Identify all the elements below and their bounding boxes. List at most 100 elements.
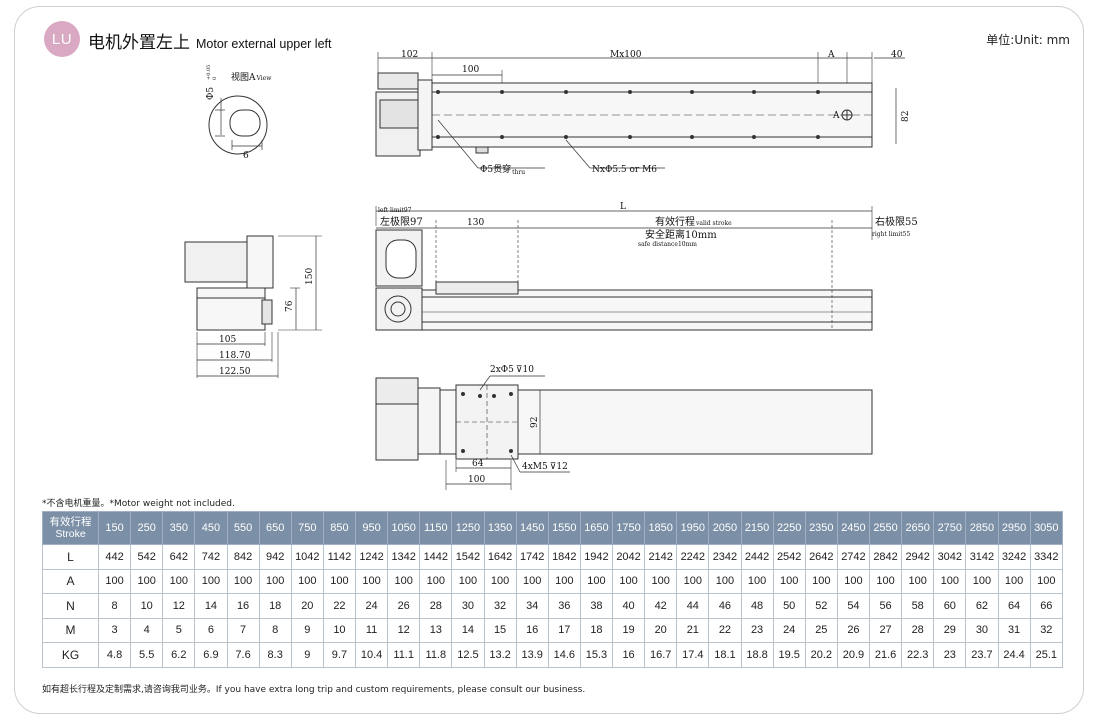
table-cell: 34 — [515, 593, 549, 619]
stroke-col-header: 150 — [97, 511, 132, 545]
table-cell: 100 — [1029, 568, 1064, 594]
table-cell: 100 — [162, 568, 196, 594]
table-cell: 50 — [772, 593, 806, 619]
weight-note: *不含电机重量。*Motor weight not included. — [42, 499, 235, 509]
front-view — [375, 206, 873, 331]
phi5-dim: Φ5 — [206, 87, 216, 100]
page-frame — [14, 6, 1084, 714]
table-cell: 13.2 — [483, 642, 517, 668]
table-cell: 66 — [1029, 593, 1064, 619]
table-cell: 100 — [708, 568, 742, 594]
table-cell: 28 — [901, 617, 935, 643]
side-view — [184, 235, 322, 378]
stroke-col-header: 2950 — [997, 511, 1031, 545]
table-cell: 24.4 — [997, 642, 1031, 668]
table-cell: 11.1 — [387, 642, 421, 668]
table-cell: 14 — [194, 593, 228, 619]
table-cell: 26 — [836, 617, 871, 643]
thru-hole-note: Φ5贯穿thru — [480, 163, 525, 176]
row-label: N — [42, 593, 99, 619]
table-cell: 14.6 — [547, 642, 581, 668]
table-cell: 100 — [965, 568, 999, 594]
table-cell: 100 — [451, 568, 485, 594]
table-cell: 13 — [419, 617, 453, 643]
dim-150: 150 — [305, 268, 315, 285]
stroke-col-header: 1350 — [483, 511, 517, 545]
table-cell: 100 — [97, 568, 132, 594]
table-cell: 31 — [997, 617, 1031, 643]
table-cell: 1742 — [515, 544, 549, 570]
bottom-m5: 4xM5⊽12 — [522, 462, 568, 472]
table-cell: 22 — [708, 617, 742, 643]
stroke-col-header: 1950 — [676, 511, 710, 545]
table-cell: 27 — [868, 617, 903, 643]
technical-drawing: 视图AView Φ5 +0.05 0 6 102 Mx100 A 40 100 … — [184, 50, 918, 490]
dim-130: 130 — [467, 218, 484, 228]
table-cell: 38 — [579, 593, 614, 619]
table-cell: 12 — [387, 617, 421, 643]
table-cell: 11.8 — [419, 642, 453, 668]
table-cell: 54 — [836, 593, 871, 619]
table-cell: 16 — [226, 593, 260, 619]
table-cell: 2542 — [772, 544, 806, 570]
stroke-col-header: 2350 — [804, 511, 838, 545]
row-label: KG — [42, 642, 99, 668]
stroke-col-header: 3050 — [1029, 511, 1064, 545]
stroke-col-header: 1850 — [644, 511, 678, 545]
table-cell: 100 — [419, 568, 453, 594]
table-cell: 29 — [933, 617, 967, 643]
dim-40: 40 — [891, 50, 903, 60]
table-cell: 100 — [901, 568, 935, 594]
table-cell: 742 — [194, 544, 228, 570]
table-cell: 56 — [868, 593, 903, 619]
table-cell: 48 — [740, 593, 774, 619]
table-cell: 15 — [483, 617, 517, 643]
table-cell: 542 — [130, 544, 164, 570]
row-label: A — [42, 568, 99, 594]
table-cell: 46 — [708, 593, 742, 619]
table-cell: 24 — [354, 593, 389, 619]
table-cell: 22.3 — [901, 642, 935, 668]
table-cell: 9 — [290, 642, 324, 668]
table-cell: 10 — [130, 593, 164, 619]
table-cell: 2142 — [644, 544, 678, 570]
table-cell: 24 — [772, 617, 806, 643]
dim-82: 82 — [901, 111, 911, 122]
table-cell: 60 — [933, 593, 967, 619]
table-cell: 17 — [547, 617, 581, 643]
table-cell: 13.9 — [515, 642, 549, 668]
stroke-col-header: 250 — [130, 511, 164, 545]
table-cell: 1042 — [290, 544, 324, 570]
safe-distance-cn: 安全距离10mm — [645, 228, 717, 241]
table-cell: 3 — [97, 617, 132, 643]
left-limit-en: left limit97 — [378, 207, 412, 214]
stroke-col-header: 1050 — [387, 511, 421, 545]
stroke-col-header: 2550 — [868, 511, 903, 545]
table-cell: 1542 — [451, 544, 485, 570]
table-cell: 5.5 — [130, 642, 164, 668]
table-cell: 16.7 — [644, 642, 678, 668]
table-cell: 8 — [97, 593, 132, 619]
table-cell: 21 — [676, 617, 710, 643]
table-cell: 18 — [258, 593, 292, 619]
table-cell: 100 — [354, 568, 389, 594]
table-cell: 15.3 — [579, 642, 614, 668]
table-cell: 23 — [933, 642, 967, 668]
right-limit-cn: 右极限55 — [875, 215, 918, 228]
footer-note: 如有超长行程及定制需求,请咨询我司业务。If you have extra lo… — [42, 685, 586, 695]
dim-mx100: Mx100 — [610, 50, 642, 60]
table-cell: 1842 — [547, 544, 581, 570]
table-cell: 2942 — [901, 544, 935, 570]
table-cell: 100 — [387, 568, 421, 594]
stroke-col-header: 2850 — [965, 511, 999, 545]
table-cell: 16 — [515, 617, 549, 643]
dim-122-50: 122.50 — [219, 367, 251, 377]
table-cell: 25.1 — [1029, 642, 1064, 668]
table-cell: 100 — [579, 568, 614, 594]
tol-upper: +0.05 — [206, 65, 212, 80]
dim-6: 6 — [243, 151, 249, 161]
